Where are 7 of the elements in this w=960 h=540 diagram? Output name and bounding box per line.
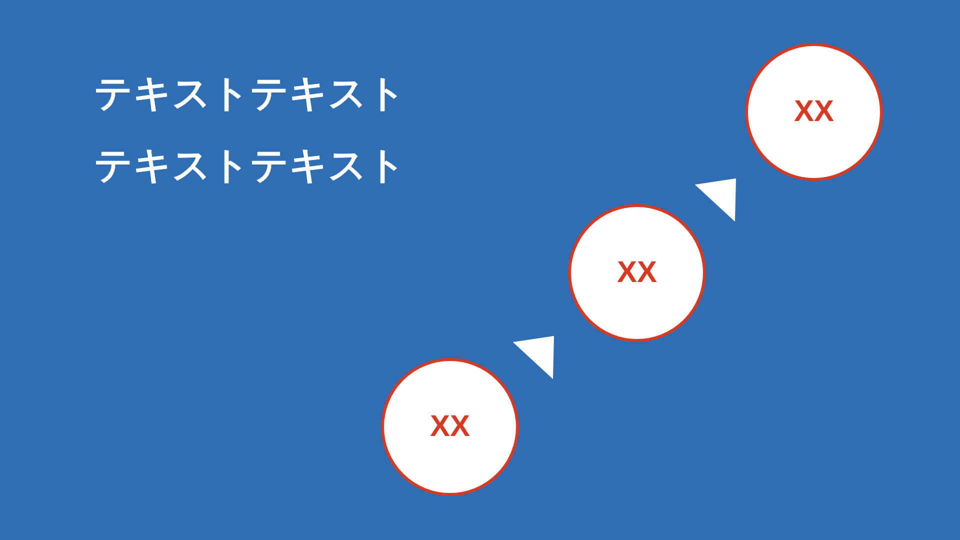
circle-node: XX bbox=[568, 204, 706, 342]
circle-node: XX bbox=[381, 358, 519, 496]
arrowhead bbox=[695, 178, 736, 222]
heading-text: テキストテキスト bbox=[94, 70, 406, 117]
arrowhead bbox=[513, 336, 554, 380]
heading-text: テキストテキスト bbox=[94, 142, 406, 189]
circle-node: XX bbox=[745, 43, 883, 181]
